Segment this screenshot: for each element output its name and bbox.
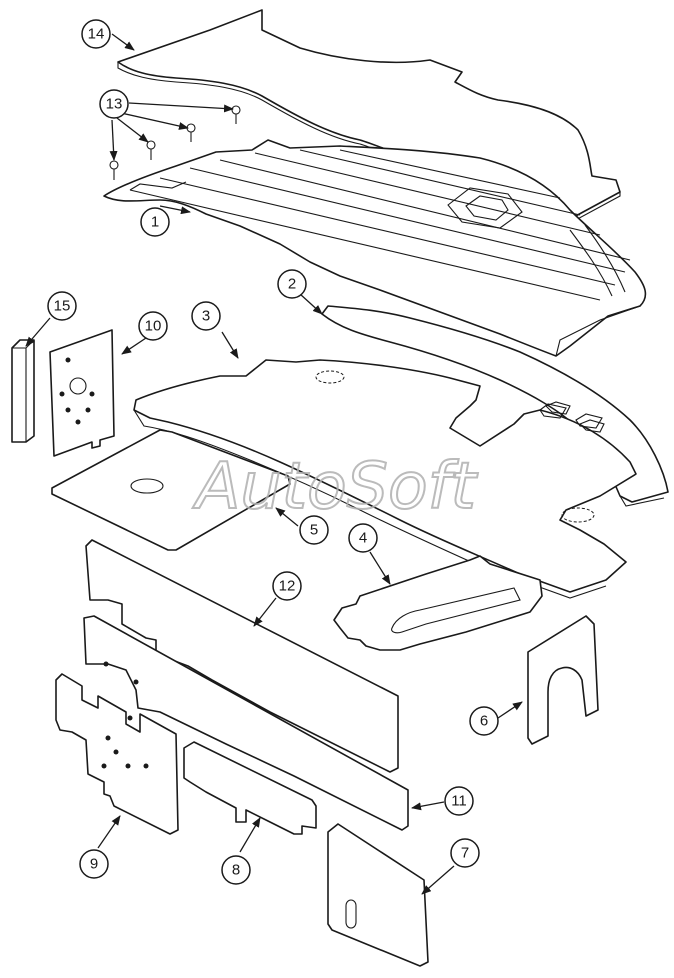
svg-text:3: 3 [202, 308, 210, 325]
svg-text:14: 14 [88, 26, 105, 43]
callout-4: 4 [348, 523, 378, 553]
part-10-plate [49, 329, 115, 457]
part-5-sheet [51, 429, 291, 551]
callout-14: 14 [81, 19, 111, 49]
part-4-slot-panel [333, 555, 543, 651]
svg-text:8: 8 [232, 862, 240, 879]
leader-lines [25, 33, 523, 895]
screw-1 [231, 105, 241, 124]
callout-9: 9 [79, 849, 109, 879]
svg-text:15: 15 [54, 298, 71, 315]
part-6-bracket [527, 615, 599, 745]
callout-6: 6 [469, 706, 499, 736]
svg-text:7: 7 [461, 845, 469, 862]
callout-8: 8 [221, 855, 251, 885]
callout-10: 10 [138, 311, 168, 341]
callout-13: 13 [99, 89, 129, 119]
part-3-large-mat [133, 359, 637, 599]
part-9-holed-panel [55, 673, 179, 835]
part-11-lower-panel [83, 615, 409, 831]
part-7-slot-plate [327, 823, 429, 967]
part-2-strip [321, 305, 669, 507]
screw-3 [146, 140, 156, 160]
part-15-block [11, 339, 35, 443]
svg-text:12: 12 [279, 578, 296, 595]
svg-text:11: 11 [451, 793, 467, 810]
svg-text:1: 1 [151, 214, 159, 231]
svg-text:9: 9 [90, 856, 98, 873]
callout-12: 12 [272, 571, 302, 601]
screw-2 [186, 123, 196, 142]
screw-4 [109, 160, 119, 180]
part-13-screws [109, 105, 241, 180]
callout-5: 5 [299, 515, 329, 545]
part-1-floor-mat [103, 139, 647, 357]
svg-text:5: 5 [310, 522, 318, 539]
svg-text:AutoSoft: AutoSoft [192, 450, 479, 524]
callout-7: 7 [450, 838, 480, 868]
callout-15: 15 [47, 291, 77, 321]
svg-text:10: 10 [145, 318, 162, 335]
callout-11: 11 [444, 786, 474, 816]
svg-text:6: 6 [480, 713, 488, 730]
svg-text:2: 2 [288, 276, 296, 293]
svg-text:13: 13 [106, 96, 123, 113]
watermark: AutoSoft [191, 449, 480, 525]
callout-1: 1 [140, 207, 170, 237]
callout-3: 3 [191, 301, 221, 331]
part-8-notched-strip [183, 741, 317, 835]
callout-2: 2 [277, 269, 307, 299]
svg-text:4: 4 [359, 530, 367, 547]
